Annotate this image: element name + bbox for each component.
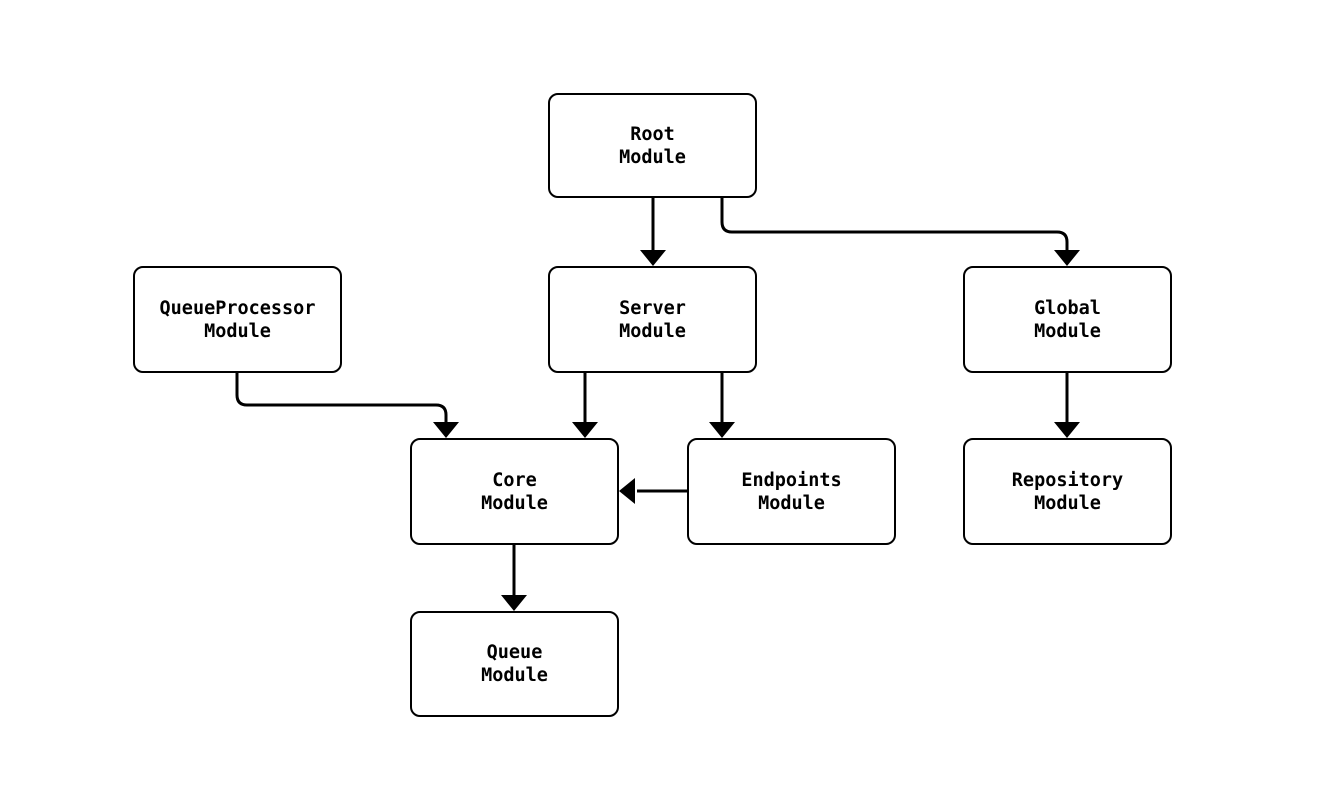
- node-repository-module: Repository Module: [963, 438, 1172, 545]
- node-queueprocessor-module: QueueProcessor Module: [133, 266, 342, 373]
- node-core-module: Core Module: [410, 438, 619, 545]
- edge-server-core: [572, 373, 598, 438]
- node-queue-module: Queue Module: [410, 611, 619, 717]
- edge-queueprocessor-core: [235, 373, 459, 438]
- edge-core-queue: [501, 545, 527, 611]
- edge-root-global: [720, 198, 1080, 266]
- node-server-module: Server Module: [548, 266, 757, 373]
- edge-root-server: [640, 198, 666, 266]
- node-global-module: Global Module: [963, 266, 1172, 373]
- edge-endpoints-core: [619, 478, 687, 504]
- node-endpoints-module: Endpoints Module: [687, 438, 896, 545]
- edge-server-endpoints: [709, 373, 735, 438]
- edge-global-repository: [1054, 373, 1080, 438]
- node-root-module: Root Module: [548, 93, 757, 198]
